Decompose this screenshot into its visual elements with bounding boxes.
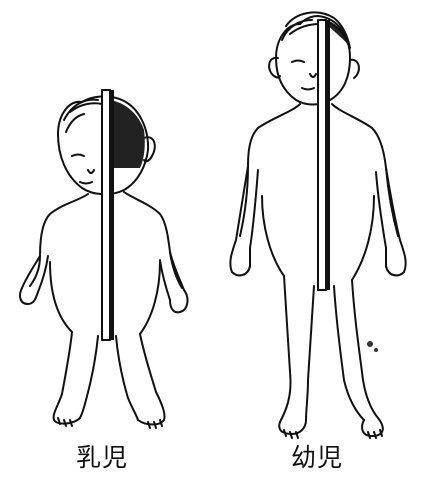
young-child-figure <box>230 12 405 438</box>
infant-figure <box>20 90 187 428</box>
label-infant: 乳児 <box>76 444 128 472</box>
label-young-child: 幼児 <box>291 444 343 472</box>
